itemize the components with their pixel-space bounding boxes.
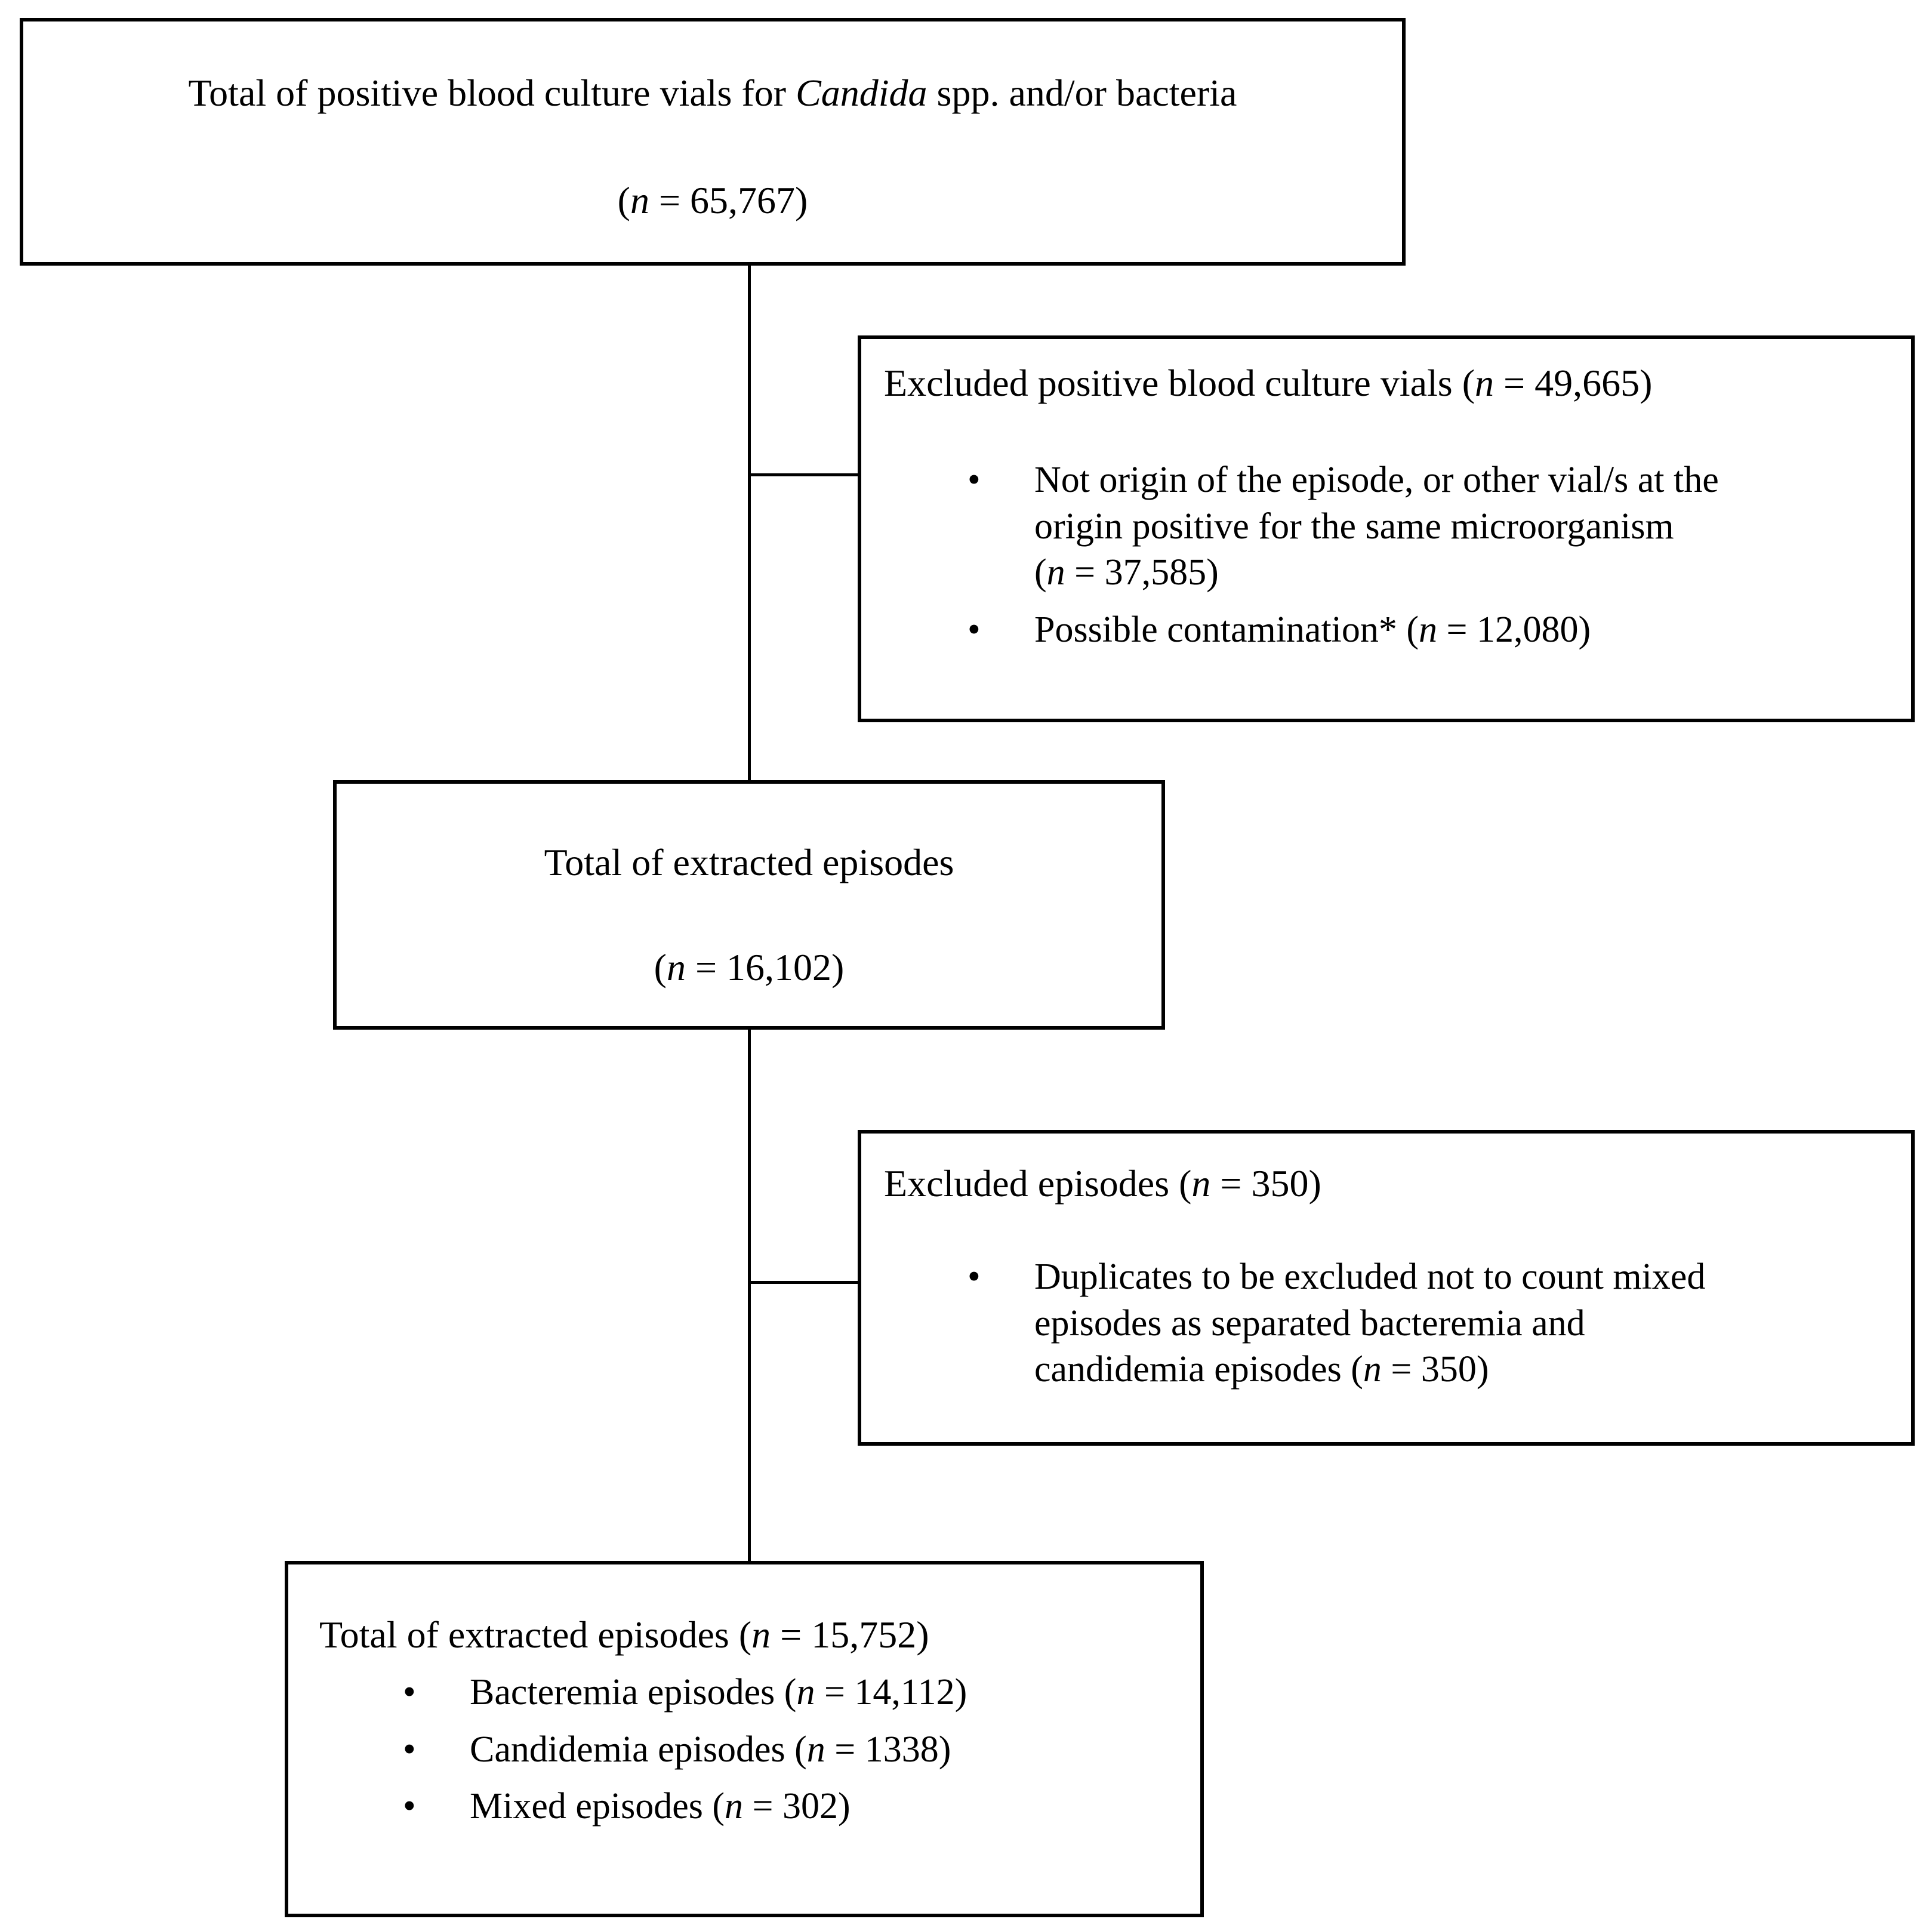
- final-episodes-title: Total of extracted episodes (n = 15,752): [319, 1613, 929, 1656]
- bullet-item: Duplicates to be excluded not to count m…: [967, 1254, 1896, 1393]
- extracted-episodes-box: Total of extracted episodes (n = 16,102): [333, 780, 1165, 1030]
- total-vials-count: (n = 65,767): [617, 179, 808, 221]
- total-vials-box: Total of positive blood culture vials fo…: [20, 18, 1406, 266]
- connector-middle-to-bottom: [748, 1028, 751, 1562]
- connector-branch-excluded-episodes: [750, 1281, 859, 1284]
- excluded-episodes-title: Excluded episodes (n = 350): [884, 1162, 1321, 1205]
- connector-top-to-middle: [748, 264, 751, 781]
- bullet-item: Not origin of the episode, or other vial…: [967, 457, 1896, 596]
- final-episodes-bullet-list: Bacteremia episodes (n = 14,112) Candide…: [319, 1670, 1186, 1830]
- bullet-item: Candidemia episodes (n = 1338): [403, 1727, 1186, 1773]
- extracted-episodes-count: (n = 16,102): [654, 946, 845, 988]
- excluded-vials-bullet-list: Not origin of the episode, or other vial…: [884, 457, 1896, 653]
- bullet-item: Mixed episodes (n = 302): [403, 1784, 1186, 1830]
- bullet-item: Possible contamination* (n = 12,080): [967, 607, 1896, 654]
- final-episodes-box: Total of extracted episodes (n = 15,752)…: [285, 1561, 1204, 1917]
- excluded-vials-title: Excluded positive blood culture vials (n…: [884, 362, 1653, 404]
- connector-branch-excluded-vials: [750, 473, 859, 476]
- total-vials-title: Total of positive blood culture vials fo…: [188, 72, 1237, 114]
- bullet-item: Bacteremia episodes (n = 14,112): [403, 1670, 1186, 1716]
- excluded-episodes-bullet-list: Duplicates to be excluded not to count m…: [884, 1254, 1896, 1393]
- excluded-episodes-box: Excluded episodes (n = 350) Duplicates t…: [858, 1130, 1915, 1446]
- excluded-vials-box: Excluded positive blood culture vials (n…: [858, 335, 1915, 722]
- extracted-episodes-title: Total of extracted episodes: [544, 841, 954, 883]
